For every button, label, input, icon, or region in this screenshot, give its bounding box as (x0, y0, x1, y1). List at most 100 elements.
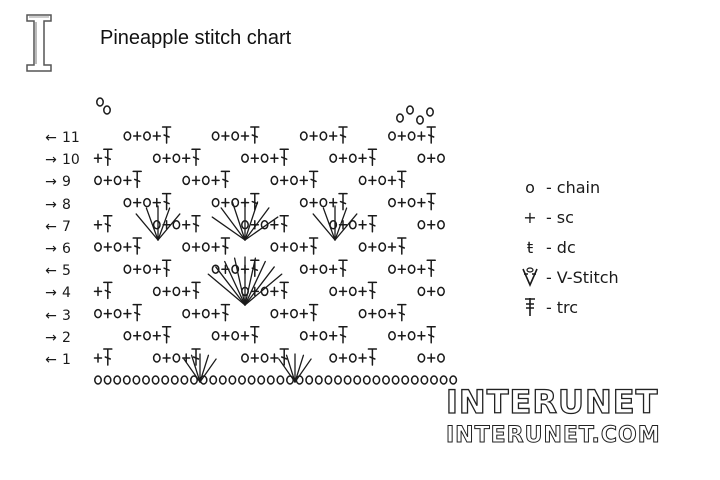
chain-stitch (388, 331, 396, 341)
single-crochet-stitch (132, 264, 142, 274)
chain-stitch (132, 375, 141, 385)
chain-stitch (290, 308, 298, 319)
single-crochet-stitch (387, 308, 397, 319)
double-crochet-stitch (279, 348, 289, 366)
single-crochet-stitch (250, 353, 260, 363)
chain-stitch (437, 353, 445, 363)
double-crochet-stitch (367, 348, 378, 366)
single-crochet-stitch (309, 264, 318, 274)
chain-stitch (305, 375, 314, 385)
single-crochet-stitch (123, 242, 132, 252)
single-crochet-stitch (328, 197, 338, 208)
single-crochet-stitch (211, 242, 220, 252)
chain-stitch (94, 375, 102, 385)
chain-stitch (241, 353, 249, 363)
chain-stitch (94, 175, 102, 186)
chain-stitch (266, 375, 275, 385)
single-crochet-stitch (132, 331, 142, 341)
chain-stitch (391, 375, 400, 385)
chain-stitch (437, 153, 445, 163)
double-crochet-stitch (103, 281, 113, 300)
chain-stitch (201, 242, 210, 252)
chain-stitch (257, 375, 266, 385)
double-crochet-stitch (250, 192, 260, 211)
row-label-1: ←1 (40, 352, 96, 368)
chain-stitch (378, 308, 387, 319)
chain-stitch (142, 375, 150, 385)
row-direction-arrow-icon: ← (45, 352, 57, 368)
fan-stroke (322, 207, 336, 241)
single-crochet-stitch (328, 131, 338, 141)
double-crochet-stitch (220, 170, 231, 189)
chain-stitch (417, 220, 426, 230)
chain-stitch (123, 131, 132, 141)
chain-stitch (218, 375, 227, 385)
row-direction-arrow-icon: → (45, 174, 57, 191)
double-crochet-stitch (397, 170, 407, 189)
chain-stitch (143, 197, 151, 208)
single-crochet-stitch (152, 131, 162, 141)
legend-item-chain: o - chain (520, 172, 680, 202)
single-crochet-stitch (93, 220, 103, 230)
single-crochet-stitch (299, 242, 309, 252)
chain-stitch (348, 153, 357, 163)
row-label-11: ←11 (40, 130, 96, 146)
chain-stitch (416, 115, 424, 125)
chain-stitch (209, 375, 218, 385)
fan-stroke (211, 216, 246, 241)
chain-stitch (161, 375, 170, 385)
fan-stroke (199, 354, 210, 383)
single-crochet-stitch (417, 331, 426, 341)
single-crochet-stitch (132, 197, 142, 208)
single-crochet-stitch (358, 353, 367, 363)
single-crochet-stitch (250, 153, 260, 163)
chain-stitch (343, 375, 352, 385)
chain-stitch (290, 242, 298, 252)
single-crochet-stitch (270, 286, 279, 297)
single-crochet-stitch (152, 197, 162, 208)
single-crochet-stitch (397, 264, 407, 274)
double-crochet-stitch (426, 126, 436, 144)
chain-stitch (231, 131, 240, 141)
chain-stitch (231, 264, 240, 274)
row-number: 10 (62, 152, 80, 169)
stitch-grid (93, 97, 458, 385)
chain-stitch (388, 197, 396, 208)
chain-stitch (401, 375, 410, 385)
double-crochet-stitch (250, 326, 260, 344)
single-crochet-stitch (368, 175, 377, 186)
chain-stitch (362, 375, 371, 385)
single-crochet-stitch (397, 197, 407, 208)
double-crochet-symbol-icon: ŧ (526, 237, 534, 257)
chain-stitch (378, 242, 387, 252)
row-direction-arrow-icon: → (45, 285, 57, 302)
chain-stitch (182, 242, 191, 252)
single-crochet-symbol-icon: + (523, 207, 537, 227)
roman-numeral-one-icon (26, 14, 52, 72)
single-crochet-stitch (426, 220, 436, 230)
legend-item-trc: - trc (520, 292, 680, 322)
chain-stitch (123, 197, 132, 208)
chain-stitch (172, 220, 181, 230)
chain-stitch (113, 375, 122, 385)
row-direction-arrow-icon: ← (45, 263, 57, 280)
single-crochet-stitch (358, 220, 367, 230)
legend-label: trc (556, 297, 579, 317)
chain-symbol-icon: o (525, 177, 535, 197)
single-crochet-stitch (338, 153, 348, 163)
chain-stitch (152, 353, 161, 363)
chain-stitch (372, 375, 381, 385)
single-crochet-stitch (152, 331, 162, 341)
chain-stitch (417, 286, 426, 297)
chain-stitch (152, 153, 161, 163)
double-crochet-stitch (397, 303, 407, 322)
chain-stitch (123, 331, 132, 341)
single-crochet-stitch (191, 308, 201, 319)
single-crochet-stitch (426, 353, 436, 363)
chain-stitch (182, 175, 191, 186)
chain-stitch (94, 242, 102, 252)
row-number: 3 (62, 307, 71, 324)
chain-stitch (358, 175, 367, 186)
chain-stitch (172, 153, 181, 163)
